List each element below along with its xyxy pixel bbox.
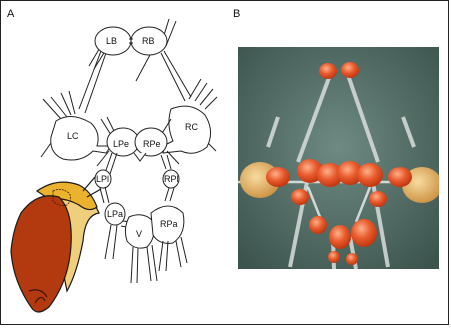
nerve (189, 79, 217, 109)
ganglion-cluster (266, 167, 290, 187)
label-rpl: RPl (164, 174, 179, 184)
label-lpe: LPe (113, 139, 129, 149)
pleural-ganglion-right (369, 191, 387, 207)
nervous-system-diagram: LB RB LC RC LPe RPe LPl RPl LPa RPa V (1, 1, 231, 326)
nerve (136, 53, 151, 81)
connective (165, 188, 174, 201)
pedal-commissure (134, 153, 146, 161)
buccal-ganglion-left (319, 63, 337, 79)
label-rpa: RPa (160, 219, 178, 229)
label-lc: LC (67, 131, 79, 141)
nerve (159, 241, 168, 271)
buccal-ganglion-right (341, 62, 359, 78)
connective (100, 187, 109, 203)
nerve (43, 91, 75, 119)
panel-a-schematic: LB RB LC RC LPe RPe LPl RPl LPa RPa V (1, 1, 231, 326)
parietal-ganglion-left (309, 216, 327, 234)
nerve (176, 237, 187, 267)
snail-illustration (11, 177, 101, 312)
nerve (131, 247, 138, 283)
figure: A B (0, 0, 449, 325)
ganglia-photo (238, 47, 439, 269)
ganglion-small (346, 253, 358, 265)
ganglion-cluster (357, 163, 383, 187)
label-rpe: RPe (143, 139, 161, 149)
ganglion-cluster (388, 167, 412, 187)
pleural-ganglion-left (291, 189, 309, 205)
panel-b-photo (238, 47, 439, 269)
nerve (97, 151, 109, 166)
ganglion-lc (51, 116, 111, 160)
nerve (105, 225, 117, 259)
snail-shell (11, 196, 71, 312)
visceral-ganglion (329, 225, 351, 249)
label-rc: RC (185, 122, 198, 132)
connective (161, 155, 171, 169)
panel-b-label: B (233, 8, 240, 20)
label-v: V (136, 229, 142, 239)
label-rb: RB (142, 36, 155, 46)
connective (161, 51, 191, 101)
parietal-ganglion-right (351, 219, 377, 247)
label-lb: LB (106, 36, 117, 46)
ganglion-small (328, 251, 340, 263)
label-lpl: LPl (96, 174, 109, 184)
nerve (147, 245, 157, 281)
label-lpa: LPa (107, 209, 123, 219)
nerve (41, 143, 51, 157)
